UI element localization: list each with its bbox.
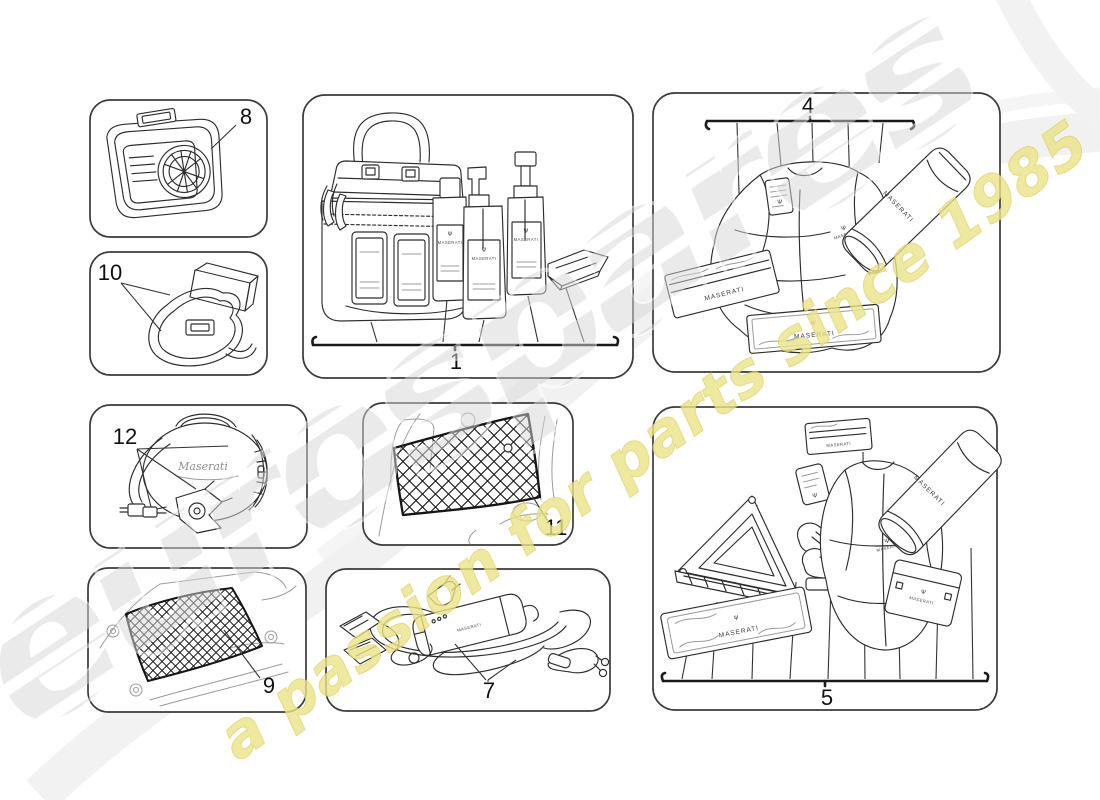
cover-pouch-left-drawing: MASERATI	[664, 249, 780, 319]
kit-pouch-drawing: Ψ MASERATI	[660, 586, 813, 660]
charger-body-drawing: MASERATI	[412, 575, 539, 656]
door-net-drawing	[392, 412, 542, 517]
svg-text:MASERATI: MASERATI	[794, 330, 835, 341]
svg-text:MASERATI: MASERATI	[438, 240, 463, 245]
panel-tyre-compressor: 8	[89, 99, 268, 238]
panel-tie-down-strap: 10	[89, 251, 268, 376]
svg-text:MASERATI: MASERATI	[826, 441, 851, 448]
panel-battery-charger: MASERATI 7	[325, 568, 611, 712]
svg-text:Ψ: Ψ	[811, 320, 817, 327]
luggage-net-drawing	[124, 586, 264, 683]
cable-clamp-drawing	[119, 437, 233, 534]
panel-battery-cable-case: Maserati 12	[89, 404, 308, 549]
svg-text:MASERATI: MASERATI	[472, 256, 497, 261]
svg-text:Ψ: Ψ	[524, 228, 529, 235]
kit-card-drawing: Ψ	[795, 463, 830, 506]
care-bottles-drawing: Ψ MASERATI Ψ MASERATI Ψ MASERATI	[432, 151, 547, 320]
charger-clamps-drawing	[339, 611, 433, 666]
svg-text:Ψ: Ψ	[777, 199, 783, 207]
part-number-10[interactable]: 10	[98, 260, 122, 285]
part-number-4[interactable]: 4	[802, 93, 814, 118]
part-number-5[interactable]: 5	[821, 685, 833, 710]
panel-luggage-net: 9	[87, 567, 307, 713]
kit-pouch-right-drawing: Ψ MASERATI	[884, 559, 963, 627]
svg-text:Ψ: Ψ	[884, 538, 891, 546]
kit-label-drawing: MASERATI	[804, 417, 873, 456]
svg-text:Ψ: Ψ	[448, 231, 453, 238]
svg-text:Ψ: Ψ	[482, 247, 487, 254]
panel-emergency-kit: Ψ MASERATI MASERATI Ψ	[652, 406, 1002, 711]
part-number-1[interactable]: 1	[450, 349, 462, 374]
svg-text:MASERATI: MASERATI	[876, 542, 901, 553]
kit-roll-bag-drawing: MASERATI	[878, 429, 1002, 556]
tyre-compressor-drawing	[106, 107, 223, 219]
panel-door-storage-net: 11	[362, 402, 574, 546]
part-number-8[interactable]: 8	[240, 104, 252, 129]
svg-text:Maserati: Maserati	[177, 460, 228, 473]
panel-cover-kit: 4 Ψ Ψ MASERATI MASERATI	[652, 92, 1001, 373]
part-number-9[interactable]: 9	[263, 673, 275, 698]
strap-box-drawing	[189, 262, 259, 312]
svg-text:Ψ: Ψ	[920, 589, 926, 597]
charger-lead-drawing	[547, 647, 610, 678]
svg-text:MASERATI: MASERATI	[514, 237, 539, 242]
svg-text:Ψ: Ψ	[841, 225, 848, 233]
panel-car-care-kit: Ψ MASERATI Ψ MASERATI Ψ MASERATI	[302, 94, 634, 379]
charger-cables-drawing	[369, 606, 591, 676]
part-number-12[interactable]: 12	[113, 424, 137, 449]
cover-pouch-bottom-drawing: Ψ MASERATI	[746, 303, 882, 354]
svg-text:MASERATI: MASERATI	[457, 622, 482, 633]
strap-drawing	[148, 287, 257, 367]
svg-text:MASERATI: MASERATI	[909, 595, 934, 605]
svg-text:Ψ: Ψ	[812, 492, 819, 500]
care-cloth-drawing	[547, 249, 609, 291]
svg-text:Ψ: Ψ	[733, 614, 739, 622]
cover-roll-bag-drawing: MASERATI	[842, 147, 971, 274]
part-number-7[interactable]: 7	[483, 678, 495, 703]
part-number-11[interactable]: 11	[545, 515, 568, 540]
